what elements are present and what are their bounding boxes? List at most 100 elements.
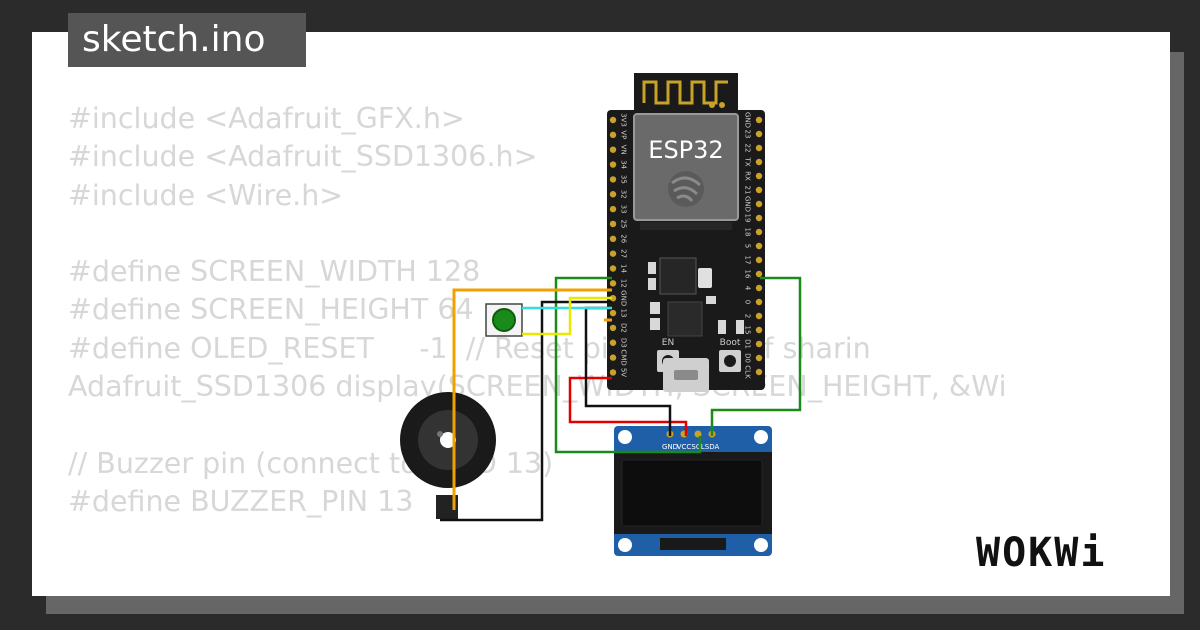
code-line: #define SCREEN_WIDTH 128 <box>68 255 481 289</box>
esp32-pin-label: 26 <box>620 234 628 243</box>
esp32-pin-label: TX <box>744 156 752 166</box>
usb-chip <box>667 301 703 337</box>
esp32-pin-label: 18 <box>744 228 752 237</box>
esp32-pin-label: 15 <box>744 326 752 335</box>
esp32-pin[interactable] <box>755 312 763 320</box>
esp32-pin[interactable] <box>755 116 763 124</box>
esp32-pin[interactable] <box>609 116 617 124</box>
wires <box>440 276 802 522</box>
esp32-pin[interactable] <box>609 131 617 139</box>
esp32-pin-label: GND <box>744 112 752 128</box>
wokwi-logo: WOKWi <box>976 530 1107 576</box>
project-card[interactable] <box>32 32 1170 596</box>
esp32-pin-label: D0 <box>744 353 752 363</box>
esp32-pin[interactable] <box>609 250 617 257</box>
esp32-pin[interactable] <box>609 354 617 361</box>
esp32-label: ESP32 <box>648 136 723 164</box>
esp32-pin-label: 5 <box>744 244 752 248</box>
esp32-pin-label: 16 <box>744 270 752 279</box>
led-component <box>698 268 712 288</box>
wire-button-ground <box>522 296 612 336</box>
esp32-pin[interactable] <box>609 369 617 376</box>
esp32-pin[interactable] <box>755 298 763 306</box>
esp32-pin[interactable] <box>609 176 617 183</box>
esp32-pin-label: 2 <box>744 314 752 318</box>
esp32-pin[interactable] <box>755 242 763 250</box>
oled-pin-label: VCC <box>677 443 692 451</box>
esp32-pin-label: VN <box>620 145 628 155</box>
esp32-pin-label: GND <box>744 196 752 212</box>
esp32-pin-label: 13 <box>620 309 628 318</box>
esp32-pin[interactable] <box>609 265 617 272</box>
esp32-pin[interactable] <box>609 146 617 153</box>
boot-label: Boot <box>720 338 741 348</box>
esp32-pin-label: 14 <box>620 264 628 273</box>
esp32-pin-label: 3V3 <box>620 113 628 127</box>
esp32-pin[interactable] <box>755 368 763 376</box>
esp32-pin[interactable] <box>609 235 617 242</box>
esp32-pin[interactable] <box>609 191 617 198</box>
buzzer[interactable] <box>400 392 496 519</box>
file-title: sketch.ino <box>68 13 306 67</box>
esp32-pin[interactable] <box>609 339 617 346</box>
esp32-pin[interactable] <box>609 220 617 228</box>
esp32-pin[interactable] <box>755 228 763 236</box>
esp32-pin-label: 5V <box>620 368 628 377</box>
esp32-pin[interactable] <box>755 186 763 194</box>
code-line: #include <Wire.h> <box>68 178 344 212</box>
esp32-pin-label: 33 <box>620 205 628 214</box>
esp32-pin[interactable] <box>609 280 617 287</box>
esp32-pin[interactable] <box>609 309 617 317</box>
esp32-pin[interactable] <box>755 354 763 362</box>
esp32-pin[interactable] <box>609 295 617 302</box>
esp32-pin-label: RX <box>744 171 752 181</box>
oled-pin[interactable] <box>694 430 702 438</box>
oled-pin-label: GND <box>662 443 678 451</box>
esp32-pin[interactable] <box>755 130 763 138</box>
esp32-pin-label: 32 <box>620 190 628 199</box>
esp32-pin-label: 34 <box>620 160 628 169</box>
esp32-pin-label: D2 <box>620 323 628 333</box>
regulator <box>659 257 697 295</box>
esp32-pin[interactable] <box>609 324 617 332</box>
esp32-pin[interactable] <box>755 270 763 278</box>
esp32-pin[interactable] <box>755 200 763 208</box>
esp32-shield <box>633 113 739 221</box>
wire-scl <box>554 276 702 454</box>
esp32-pin[interactable] <box>609 161 617 168</box>
esp32-pin-label: 23 <box>744 130 752 139</box>
esp32-pin-label: 19 <box>744 214 752 223</box>
code-line: #include <Adafruit_GFX.h> <box>68 102 465 135</box>
oled-pin-label: SDA <box>705 443 720 451</box>
esp32-pin-label: 35 <box>620 175 628 184</box>
esp32-board[interactable]: ESP32 3V3VPVN343532332526271412GND13D2D3… <box>607 73 765 392</box>
esp32-pin[interactable] <box>755 340 763 348</box>
esp32-pin[interactable] <box>755 284 763 292</box>
code-line: #include <Adafruit_SSD1306.h> <box>68 140 538 174</box>
esp32-pin[interactable] <box>755 214 763 222</box>
esp32-pin-label: 22 <box>744 144 752 153</box>
wire-sda <box>710 276 802 436</box>
esp32-pin-label: VP <box>620 130 628 139</box>
push-button[interactable] <box>485 303 523 337</box>
esp32-pin-label: 0 <box>744 300 752 304</box>
en-label: EN <box>662 338 674 348</box>
esp32-pin-label: D1 <box>744 339 752 349</box>
wire-buzzer-gnd <box>440 300 612 522</box>
esp32-pin[interactable] <box>755 326 763 334</box>
esp32-pin-label: D3 <box>620 338 628 348</box>
esp32-pin[interactable] <box>755 256 763 264</box>
esp32-pin-label: 25 <box>620 219 628 228</box>
esp32-pin-label: CLK <box>744 365 752 379</box>
esp32-pin[interactable] <box>755 158 763 166</box>
esp32-pin[interactable] <box>755 144 763 152</box>
esp32-pin[interactable] <box>609 205 617 213</box>
esp32-pin-label: 12 <box>620 279 628 288</box>
esp32-pin[interactable] <box>755 172 763 180</box>
esp32-pin-label: 27 <box>620 249 628 258</box>
code-line: #define BUZZER_PIN 13 <box>68 484 414 518</box>
